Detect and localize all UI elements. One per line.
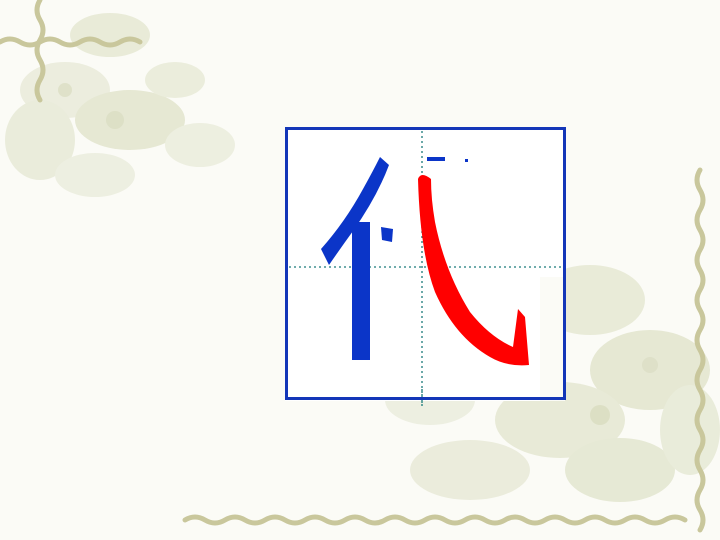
flower-cluster-bottom-right-icon [385, 265, 720, 502]
written-strokes-icon [321, 157, 468, 360]
highlighted-stroke-icon [418, 175, 565, 401]
vine-border-top-icon [0, 36, 143, 48]
grid-frame [285, 127, 566, 400]
vine-border-right-icon [694, 167, 706, 533]
vine-border-bottom-icon [182, 514, 688, 526]
character-writing-grid [285, 127, 566, 409]
vine-border-left-icon [34, 0, 46, 103]
